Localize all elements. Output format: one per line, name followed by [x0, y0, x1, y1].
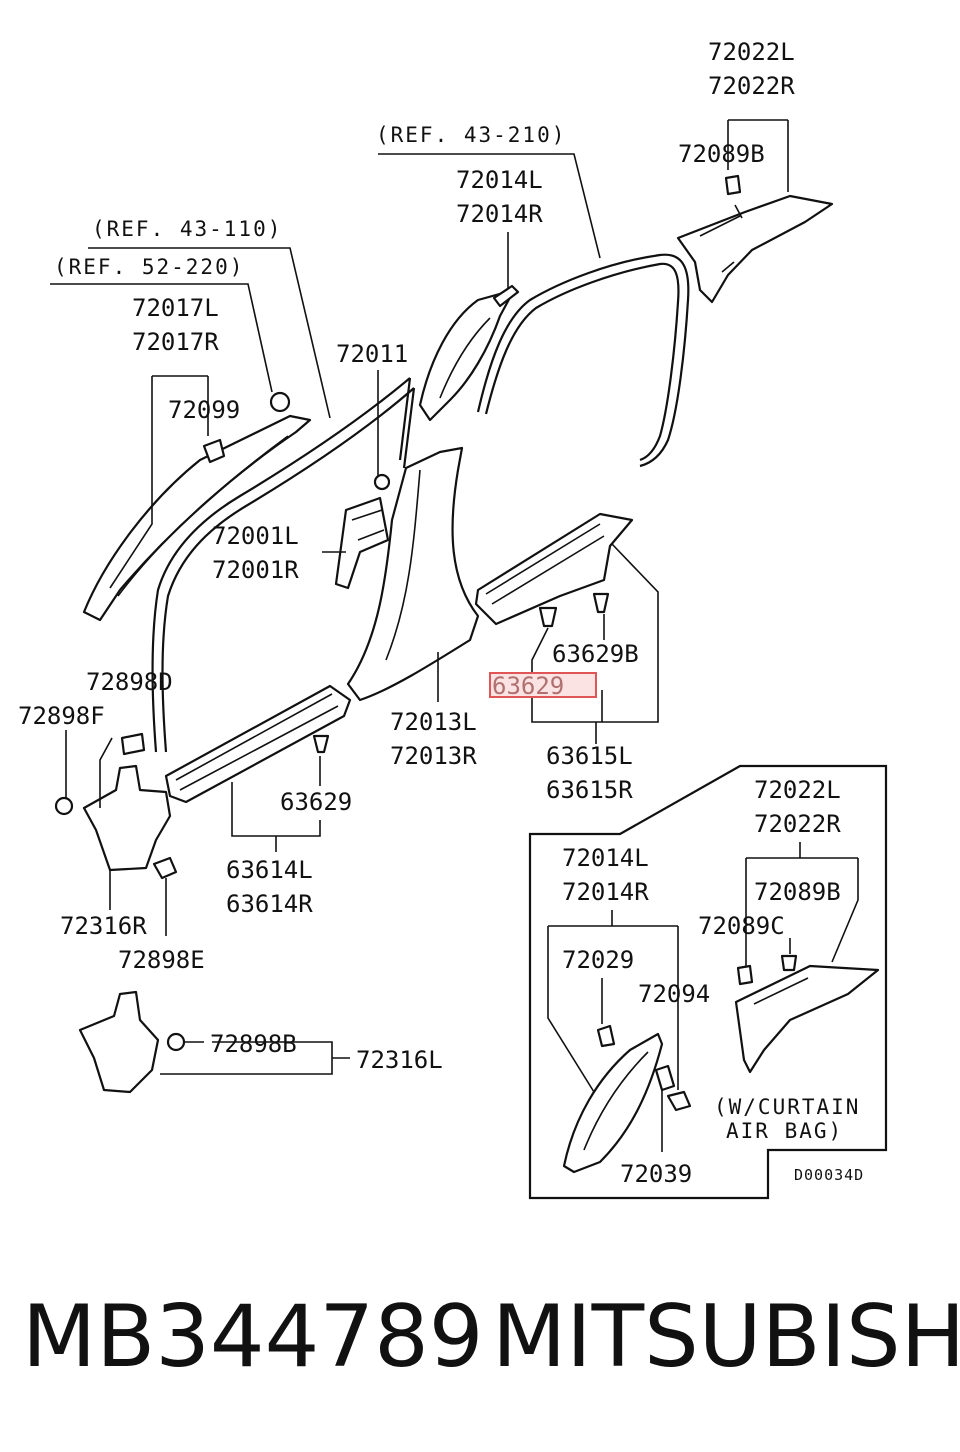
- label-diagram-code: D00034D: [794, 1166, 864, 1184]
- clip-72898E: [152, 856, 178, 880]
- label-72316R: 72316R: [60, 912, 147, 940]
- inset-clip-72094: [666, 1090, 692, 1112]
- label-72014R-inset: 72014R: [562, 878, 649, 906]
- label-curtain-line2: AIR BAG): [726, 1119, 843, 1143]
- inset-clip-72089C: [736, 964, 754, 986]
- label-63629-mid: 63629: [280, 788, 352, 816]
- label-63615L: 63615L: [546, 742, 633, 770]
- label-72316L: 72316L: [356, 1046, 443, 1074]
- label-72898B: 72898B: [210, 1030, 297, 1058]
- label-63629-highlighted: 63629: [492, 672, 564, 700]
- label-72014R-top: 72014R: [456, 200, 543, 228]
- label-72022R-inset: 72022R: [754, 810, 841, 838]
- cowl-side-trim-left: [78, 990, 160, 1094]
- label-72089B-inset: 72089B: [754, 878, 841, 906]
- a-pillar-trim: [82, 414, 312, 622]
- label-63614R: 63614R: [226, 890, 313, 918]
- clip-72898B: [166, 1032, 186, 1052]
- b-pillar-lower-trim: [346, 446, 480, 702]
- label-72022L-top: 72022L: [708, 38, 795, 66]
- label-72014L-inset: 72014L: [562, 844, 649, 872]
- label-ref-43-110: (REF. 43-110): [92, 217, 282, 241]
- footer: MB344789 MITSUBISHI: [0, 1282, 960, 1412]
- label-72001L: 72001L: [212, 522, 299, 550]
- b-pillar-clip: [492, 284, 520, 308]
- label-72099: 72099: [168, 396, 240, 424]
- clip-72898F: [54, 796, 74, 816]
- clip-63629: [538, 606, 558, 628]
- label-72013L: 72013L: [390, 708, 477, 736]
- bracket-72001: [334, 496, 390, 590]
- label-72898F: 72898F: [18, 702, 105, 730]
- inset-bolt-72039: [654, 1064, 676, 1092]
- label-63629B: 63629B: [552, 640, 639, 668]
- label-72898D: 72898D: [86, 668, 173, 696]
- clip-ref-52-220: [269, 391, 291, 413]
- label-72022R-top: 72022R: [708, 72, 795, 100]
- label-72094: 72094: [638, 980, 710, 1008]
- cowl-side-trim-right: [82, 764, 172, 872]
- highlight-box: [489, 672, 597, 698]
- label-72013R: 72013R: [390, 742, 477, 770]
- part-number: MB344789: [22, 1287, 484, 1387]
- screw-72011: [373, 473, 391, 491]
- label-72014L-top: 72014L: [456, 166, 543, 194]
- inset-rear-pillar-trim: [734, 964, 880, 1074]
- inset-clip-72089B: [780, 954, 798, 972]
- rear-scuff-plate: [474, 512, 634, 626]
- label-72017R: 72017R: [132, 328, 219, 356]
- clip-63629B: [592, 592, 610, 614]
- rear-door-weatherstrip: [476, 253, 690, 468]
- b-pillar-upper-trim: [418, 288, 516, 422]
- label-72017L: 72017L: [132, 294, 219, 322]
- label-72089C: 72089C: [698, 912, 785, 940]
- label-72898E: 72898E: [118, 946, 205, 974]
- brand-name: MITSUBISHI: [492, 1287, 960, 1387]
- clip-63629-front: [312, 734, 330, 754]
- label-ref-43-210: (REF. 43-210): [376, 123, 566, 147]
- clip-72099: [202, 438, 226, 464]
- label-72011: 72011: [336, 340, 408, 368]
- clip-72089B-top: [724, 174, 742, 196]
- inset-b-pillar-trim: [562, 1032, 664, 1174]
- parts-diagram: 72022L 72022R (REF. 43-210) 72089B 72014…: [18, 38, 888, 1200]
- label-72029: 72029: [562, 946, 634, 974]
- label-72022L-inset: 72022L: [754, 776, 841, 804]
- rear-pillar-trim: [676, 194, 834, 304]
- label-63615R: 63615R: [546, 776, 633, 804]
- label-72001R: 72001R: [212, 556, 299, 584]
- label-ref-52-220: (REF. 52-220): [54, 255, 244, 279]
- clip-72898D: [120, 732, 146, 756]
- label-63614L: 63614L: [226, 856, 313, 884]
- label-72039: 72039: [620, 1160, 692, 1188]
- label-curtain-line1: (W/CURTAIN: [714, 1095, 860, 1119]
- front-door-weatherstrip: [151, 377, 411, 753]
- label-72089B-top: 72089B: [678, 140, 765, 168]
- inset-clip-72029: [596, 1024, 616, 1048]
